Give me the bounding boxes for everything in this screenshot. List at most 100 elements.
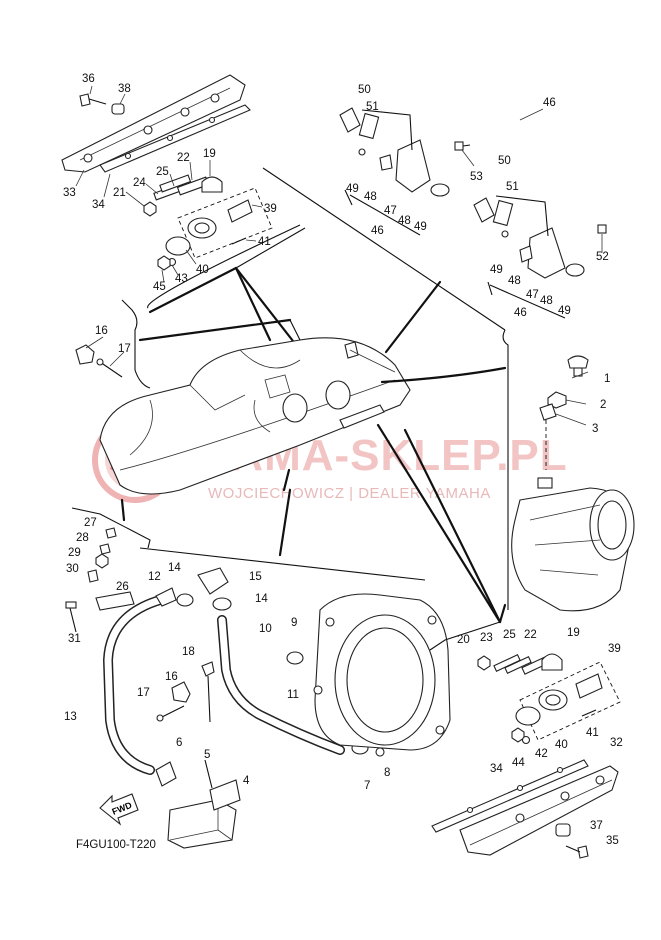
callout-16b: 16 <box>165 671 178 683</box>
clamp-9 <box>286 651 304 665</box>
callout-39b: 39 <box>608 643 621 655</box>
callout-41: 41 <box>258 236 271 248</box>
callout-7: 7 <box>364 780 370 792</box>
right-nozzle-assembly <box>380 355 635 612</box>
top-right-assembly <box>262 91 607 610</box>
screw-41b <box>581 709 597 717</box>
plate-25 <box>159 174 192 193</box>
clamp-14a <box>176 593 194 607</box>
screw-5 <box>204 759 213 789</box>
callout-48b: 48 <box>398 215 411 227</box>
callout-32: 32 <box>610 737 623 749</box>
callout-39: 39 <box>264 203 277 215</box>
rail-34b <box>431 759 589 833</box>
callout-4: 4 <box>243 775 250 787</box>
callout-22: 22 <box>177 152 190 164</box>
callout-15: 15 <box>249 571 262 583</box>
callout-21: 21 <box>113 187 126 199</box>
callout-48c: 48 <box>508 275 521 287</box>
callout-16a: 16 <box>95 325 108 337</box>
callout-18: 18 <box>182 646 195 658</box>
joint-15 <box>197 567 229 595</box>
hose-group <box>102 567 385 775</box>
callout-23: 23 <box>480 632 493 644</box>
bottom-right-assembly <box>376 423 621 859</box>
valve-39 <box>227 199 253 223</box>
callout-28: 28 <box>76 532 89 544</box>
callout-25b: 25 <box>503 629 516 641</box>
pad-50a <box>339 107 361 133</box>
callout-25: 25 <box>156 166 169 178</box>
callout-37: 37 <box>590 820 603 832</box>
callout-17a: 17 <box>118 343 131 355</box>
callout-11: 11 <box>287 689 299 701</box>
callout-33: 33 <box>63 187 76 199</box>
bracket-48b <box>527 227 566 279</box>
callout-35: 35 <box>606 835 619 847</box>
plate-51b <box>492 199 514 227</box>
callout-3: 3 <box>592 423 598 435</box>
callout-49d: 49 <box>558 305 571 317</box>
left-bracket-line <box>71 507 151 549</box>
nut-29 <box>95 553 109 569</box>
pad-50b <box>473 197 495 223</box>
hull-pump-left <box>282 393 308 423</box>
callout-26: 26 <box>116 581 129 593</box>
callout-12: 12 <box>148 571 161 583</box>
callout-8: 8 <box>384 767 390 779</box>
top-left-assembly <box>61 74 306 352</box>
jet-ski-hull <box>99 337 411 495</box>
box-4 <box>167 799 237 849</box>
bolt-36 <box>79 93 91 107</box>
washer-27 <box>105 527 117 539</box>
group-box-39 <box>177 187 273 259</box>
callout-49b: 49 <box>414 221 427 233</box>
callout-38: 38 <box>118 83 131 95</box>
bolt-35 <box>577 845 589 859</box>
collar-38 <box>111 103 125 115</box>
nut-20 <box>477 655 491 671</box>
callout-6: 6 <box>176 737 182 749</box>
group-bracket-line <box>147 224 301 309</box>
callouts: 36 38 33 34 21 24 25 22 19 39 41 40 43 4… <box>63 73 623 847</box>
callout-53: 53 <box>470 171 483 183</box>
washer-28 <box>99 543 111 555</box>
seal-3 <box>539 403 557 421</box>
callout-46c: 46 <box>514 307 527 319</box>
callout-31: 31 <box>68 633 81 645</box>
callout-50a: 50 <box>358 84 371 96</box>
callout-51b: 51 <box>506 181 519 193</box>
diagram-code: F4GU100-T220 <box>76 839 156 851</box>
plate-25b <box>504 656 532 674</box>
leader-lines <box>75 85 603 426</box>
callout-49c: 49 <box>490 264 503 276</box>
callout-43: 43 <box>175 273 188 285</box>
tie-18-head <box>201 661 215 677</box>
callout-36: 36 <box>82 73 95 85</box>
callout-44: 44 <box>512 757 525 769</box>
hose-12-end <box>155 587 177 607</box>
callout-41b: 41 <box>586 727 599 739</box>
callout-30: 30 <box>66 563 79 575</box>
parts-16-17-top <box>75 299 301 389</box>
ubolt-19b <box>541 653 563 671</box>
callout-14b: 14 <box>255 593 268 605</box>
right-bracket-line <box>502 329 509 610</box>
rail-bracket-32 <box>459 765 619 856</box>
callout-14a: 14 <box>168 562 181 574</box>
valve-39b <box>575 673 603 699</box>
callout-13: 13 <box>64 711 77 723</box>
callout-10: 10 <box>259 623 272 635</box>
callout-29: 29 <box>68 547 81 559</box>
callout-45: 45 <box>153 281 166 293</box>
group-box-39b <box>519 661 621 741</box>
gasket-40 <box>165 236 191 256</box>
callout-48a: 48 <box>364 191 377 203</box>
callout-46a: 46 <box>543 97 556 109</box>
nut-21 <box>143 201 157 217</box>
callout-24: 24 <box>133 177 146 189</box>
tie-17a <box>99 361 123 378</box>
callout-2: 2 <box>600 399 606 411</box>
